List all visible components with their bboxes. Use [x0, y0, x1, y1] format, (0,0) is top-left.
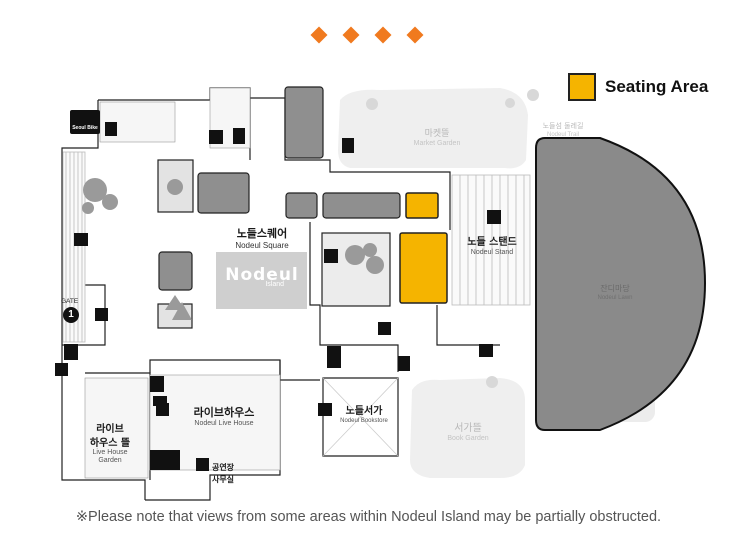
- nodeul-trail-ko: 노들섬 둘레길: [542, 122, 584, 130]
- logo-sub: Island: [265, 281, 284, 288]
- seoul-bike-label: Seoul Bike: [72, 125, 98, 131]
- seating-areas: [399, 192, 448, 304]
- nodeul-stand-ko: 노들 스탠드: [467, 237, 517, 248]
- logo-text: Nodeul: [225, 265, 299, 285]
- market-garden-ko: 마켓뜰: [424, 129, 450, 139]
- market-garden-en: Market Garden: [413, 140, 461, 147]
- tree-icons: [82, 89, 539, 388]
- book-garden-area: [410, 378, 525, 478]
- lawn-stage-area: [535, 137, 707, 431]
- lawn-ko: 잔디마당: [600, 284, 630, 293]
- gate-number-badge: 1: [63, 307, 79, 323]
- lawn-label: 잔디마당 Nodeul Lawn: [590, 276, 640, 301]
- nodeul-square-en: Nodeul Square: [235, 241, 289, 250]
- book-garden-en: Book Garden: [447, 435, 489, 442]
- obstruction-footnote: ※Please note that views from some areas …: [75, 509, 662, 525]
- seating-legend-swatch: [568, 73, 596, 101]
- bookstore-ko: 노들서가: [345, 406, 383, 417]
- book-garden-label: 서가뜰 Book Garden: [440, 416, 496, 442]
- nodeul-square-label: 노들스퀘어 Nodeul Square: [222, 222, 302, 250]
- office-ko: 공연장 사무실: [211, 463, 235, 484]
- nodeul-square-plaza: [216, 252, 307, 309]
- live-house-en: Nodeul Live House: [194, 420, 254, 427]
- live-house-label: 라이브하우스 Nodeul Live House: [180, 401, 268, 427]
- market-garden-label: 마켓뜰 Market Garden: [402, 121, 472, 147]
- nodeul-trail-label: 노들섬 둘레길 Nodeul Trail: [530, 113, 596, 138]
- live-house-garden-ko: 라이브 하우스 뜰: [89, 424, 131, 449]
- nodeul-trail-en: Nodeul Trail: [546, 132, 579, 138]
- market-garden-area: [338, 88, 528, 169]
- no-smoking-icons: [55, 130, 501, 471]
- seating-area-main: [399, 232, 448, 304]
- logo-label: Nodeul Island: [222, 265, 302, 288]
- bookstore-label: 노들서가 Nodeul Bookstore: [332, 399, 396, 424]
- nodeul-square-ko: 노들스퀘어: [236, 227, 288, 240]
- book-garden-ko: 서가뜰: [454, 423, 482, 434]
- live-house-ko: 라이브하우스: [193, 406, 255, 419]
- bookstore-en: Nodeul Bookstore: [340, 418, 388, 424]
- seating-legend-label: Seating Area: [605, 77, 709, 96]
- bookstore-stairs: [322, 377, 399, 457]
- nodeul-stand-stairs: [451, 174, 531, 306]
- gray-blocks: [158, 86, 401, 291]
- office-label: 공연장 사무실: [208, 451, 238, 484]
- restroom-icons: [64, 122, 410, 470]
- gate-label: GATE: [61, 298, 79, 305]
- nodeul-stand-en: Nodeul Stand: [470, 249, 514, 256]
- live-house-garden-en: Live House Garden: [92, 449, 128, 464]
- lawn-en: Nodeul Lawn: [597, 295, 633, 301]
- seating-area-small: [405, 192, 439, 219]
- nodeul-stand-label: 노들 스탠드 Nodeul Stand: [456, 230, 528, 256]
- seoul-bike-icon: [70, 110, 100, 134]
- live-house-garden-label: 라이브 하우스 뜰 Live House Garden: [84, 410, 136, 476]
